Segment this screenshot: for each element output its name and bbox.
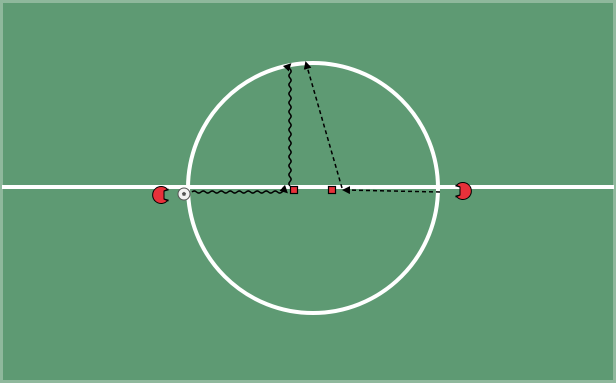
run-upfield-arrow <box>303 61 343 189</box>
player-right-icon <box>455 182 472 200</box>
soccer-ball-icon <box>177 187 191 201</box>
center-circle <box>186 61 440 315</box>
cone-icon <box>327 185 337 195</box>
cone-icon <box>289 185 299 195</box>
run-to-cone-arrow <box>342 186 441 195</box>
dribble-upfield-arrow <box>282 63 292 187</box>
dribble-to-cone-arrow <box>191 184 288 194</box>
player-left-icon <box>152 186 169 204</box>
